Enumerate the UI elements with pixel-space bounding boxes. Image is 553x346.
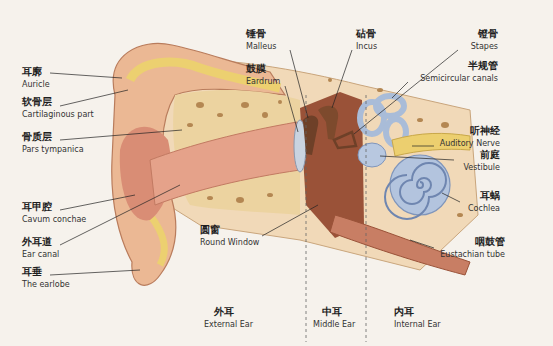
eustachian-tube <box>330 215 470 275</box>
part-label-en: Semicircular canals <box>420 74 498 84</box>
part-label-zh: 耳蜗 <box>480 190 500 202</box>
part-label-zh: 软骨层 <box>22 96 52 108</box>
part-label-en: Auditory Nerve <box>440 139 500 149</box>
part-label-en: Middle Ear <box>313 320 355 330</box>
part-label-zh: 圆窗 <box>200 224 220 236</box>
part-label-en: Eustachian tube <box>440 250 505 260</box>
part-label-en: Malleus <box>246 42 276 52</box>
part-label-zh: 内耳 <box>394 306 414 318</box>
part-label-en: Eardrum <box>246 77 280 87</box>
part-label-zh: 砧骨 <box>356 28 376 40</box>
region-dividers <box>306 95 366 342</box>
part-label-en: Round Window <box>200 238 259 248</box>
part-label-zh: 咽鼓管 <box>475 236 505 248</box>
part-label-en: Cavum conchae <box>22 215 86 225</box>
part-label-zh: 前庭 <box>480 149 500 161</box>
ear-canal <box>150 122 300 205</box>
part-label-en: Internal Ear <box>394 320 441 330</box>
cartilage <box>150 215 164 265</box>
middle-ear-cavity <box>300 92 364 238</box>
part-label-zh: 听神经 <box>470 125 500 137</box>
leader-lines <box>50 50 460 275</box>
part-label-en: The earlobe <box>22 280 70 290</box>
vestibule <box>358 143 386 167</box>
part-label-en: Vestibule <box>463 163 500 173</box>
part-label-zh: 鼓膜 <box>246 63 266 75</box>
part-label-zh: 外耳道 <box>22 236 52 248</box>
tissue <box>150 59 478 270</box>
stapes <box>334 132 356 148</box>
cochlea-spiral <box>385 163 446 219</box>
part-label-zh: 锤骨 <box>246 28 266 40</box>
part-label-en: Cochlea <box>468 204 500 214</box>
cochlea <box>390 155 450 215</box>
part-label-en: Cartilaginous part <box>22 110 94 120</box>
part-label-zh: 外耳 <box>214 306 234 318</box>
part-label-zh: 镫骨 <box>478 28 498 40</box>
part-label-en: Pars tympanica <box>22 145 84 155</box>
part-label-en: Auricle <box>22 80 50 90</box>
part-label-zh: 耳廓 <box>22 66 42 78</box>
part-label-en: Ear canal <box>22 250 59 260</box>
part-label-en: Stapes <box>471 42 498 52</box>
part-label-zh: 耳垂 <box>22 266 42 278</box>
part-label-zh: 骨质层 <box>22 131 52 143</box>
part-label-zh: 半规管 <box>468 60 498 72</box>
incus <box>318 106 338 140</box>
part-label-en: Incus <box>356 42 377 52</box>
part-label-en: External Ear <box>204 320 253 330</box>
malleus <box>303 115 318 155</box>
part-label-zh: 中耳 <box>322 306 342 318</box>
part-label-zh: 耳甲腔 <box>22 201 52 213</box>
cartilage <box>130 62 280 88</box>
